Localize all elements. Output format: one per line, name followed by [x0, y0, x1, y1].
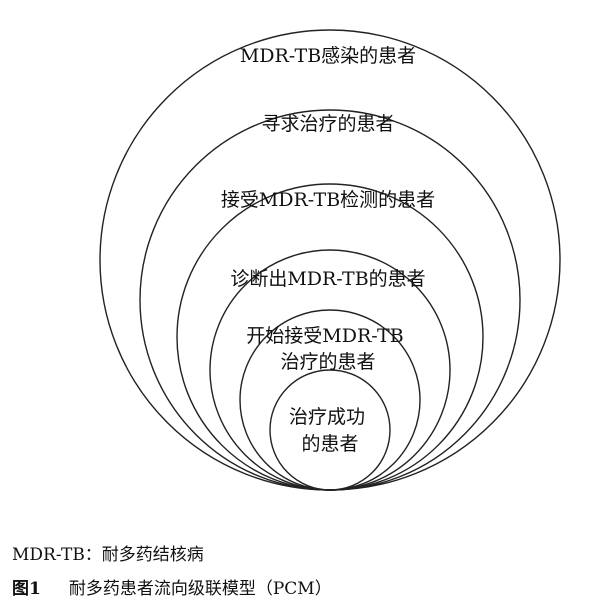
- level-4-label: 诊断出MDR-TB的患者: [230, 268, 425, 290]
- level-6-label: 治疗成功 的患者: [289, 406, 371, 455]
- ring-level-6: [269, 369, 391, 491]
- level-5-label: 开始接受MDR-TB 治疗的患者: [246, 325, 409, 373]
- level-2-label: 寻求治疗的患者: [261, 113, 394, 135]
- pcm-cascade-diagram: MDR-TB感染的患者 寻求治疗的患者 接受MDR-TB检测的患者 诊断出MDR…: [99, 29, 561, 491]
- level-3-label: 接受MDR-TB检测的患者: [221, 189, 435, 211]
- figure-number: 图1: [12, 579, 41, 599]
- figure-caption: 图1 耐多药患者流向级联模型（PCM）: [12, 574, 332, 599]
- footnote: MDR-TB：耐多药结核病: [12, 545, 204, 565]
- level-1-label: MDR-TB感染的患者: [240, 45, 416, 67]
- figure-title: 耐多药患者流向级联模型（PCM）: [68, 579, 332, 599]
